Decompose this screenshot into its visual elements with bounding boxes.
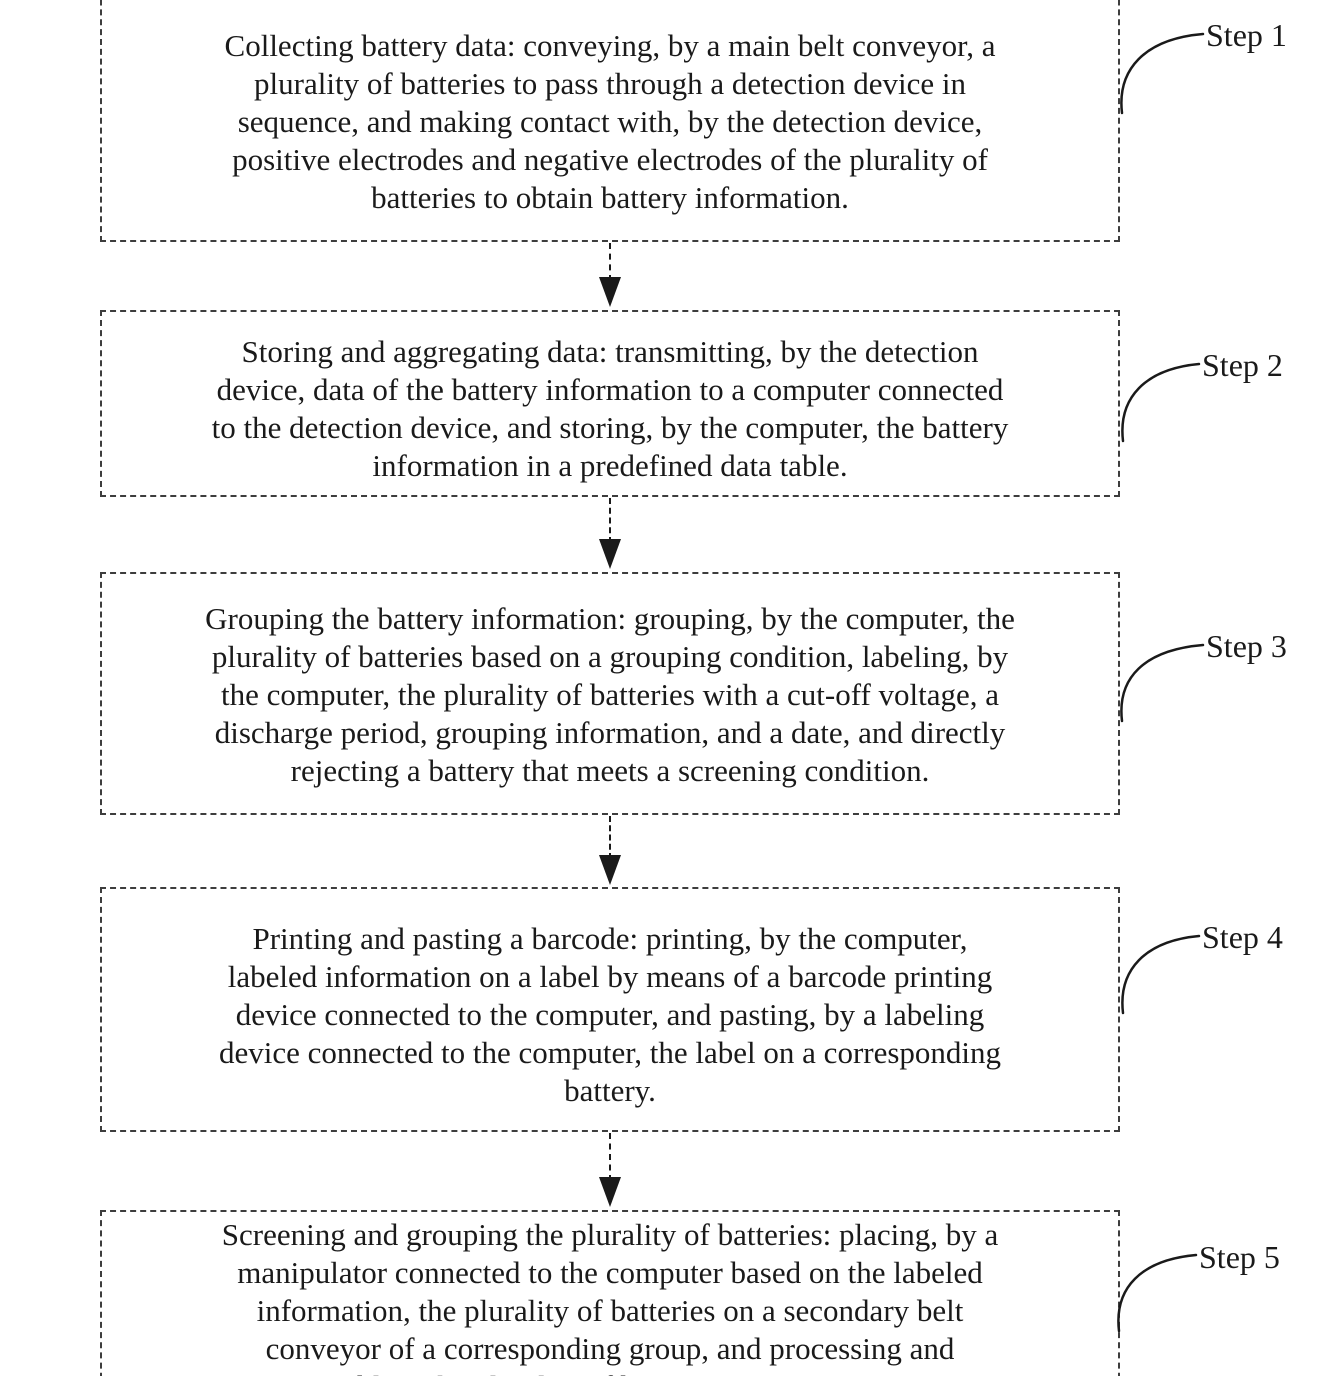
step-5-leader-line bbox=[1117, 1253, 1198, 1333]
arrow-shaft bbox=[609, 243, 611, 281]
flow-arrow-2-3 bbox=[599, 498, 621, 569]
text-line: the computer, the plurality of batteries… bbox=[220, 677, 1000, 712]
text-line: device connected to the computer, and pa… bbox=[235, 997, 985, 1032]
text-line: Printing and pasting a barcode: printing… bbox=[252, 921, 968, 956]
step-3-box: Grouping the battery information: groupi… bbox=[100, 572, 1120, 815]
text-line: discharge period, grouping information, … bbox=[214, 715, 1006, 750]
step-4-leader-line bbox=[1121, 934, 1201, 1015]
text-line: rejecting a battery that meets a screeni… bbox=[290, 753, 930, 788]
text-line: sequence, and making contact with, by th… bbox=[237, 104, 983, 139]
text-line: manipulator connected to the computer ba… bbox=[237, 1255, 983, 1290]
step-1-label: Step 1 bbox=[1206, 17, 1287, 53]
arrow-head-down-icon bbox=[599, 1177, 621, 1207]
arrow-head-down-icon bbox=[599, 277, 621, 307]
step-1-leader-line bbox=[1120, 32, 1205, 115]
text-line: information in a predefined data table. bbox=[372, 448, 848, 483]
step-4-label: Step 4 bbox=[1202, 919, 1283, 955]
text-line: conveyor of a corresponding group, and p… bbox=[265, 1331, 955, 1366]
text-line: Storing and aggregating data: transmitti… bbox=[241, 334, 979, 369]
step-5-label: Step 5 bbox=[1199, 1239, 1280, 1275]
step-2-leader-line bbox=[1121, 362, 1201, 443]
step-3-leader-line bbox=[1120, 643, 1205, 723]
text-line: device, data of the battery information … bbox=[216, 372, 1004, 407]
text-line: Grouping the battery information: groupi… bbox=[205, 601, 1015, 636]
text-line: batteries to obtain battery information. bbox=[371, 180, 849, 215]
text-line: information, the plurality of batteries … bbox=[256, 1293, 964, 1328]
step-5-box: Screening and grouping the plurality of … bbox=[100, 1210, 1120, 1376]
arrow-head-down-icon bbox=[599, 855, 621, 885]
flow-arrow-1-2 bbox=[599, 243, 621, 307]
text-line: assembling the plurality of batteries in… bbox=[128, 1368, 1092, 1376]
step-1-box: Collecting battery data: conveying, by a… bbox=[100, 0, 1120, 242]
arrow-shaft bbox=[609, 816, 611, 859]
step-2-label: Step 2 bbox=[1202, 347, 1283, 383]
step-4-box: Printing and pasting a barcode: printing… bbox=[100, 887, 1120, 1132]
arrow-shaft bbox=[609, 1133, 611, 1181]
text-line: positive electrodes and negative electro… bbox=[232, 142, 988, 177]
text-line: labeled information on a label by means … bbox=[227, 959, 993, 994]
text-line: to the detection device, and storing, by… bbox=[211, 410, 1009, 445]
text-line: plurality of batteries based on a groupi… bbox=[211, 639, 1009, 674]
step-3-label: Step 3 bbox=[1206, 628, 1287, 664]
arrow-head-down-icon bbox=[599, 539, 621, 569]
text-line: Screening and grouping the plurality of … bbox=[221, 1217, 999, 1252]
flow-arrow-3-4 bbox=[599, 816, 621, 885]
text-line: device connected to the computer, the la… bbox=[218, 1035, 1002, 1070]
text-line: battery. bbox=[564, 1073, 656, 1108]
text-line: Collecting battery data: conveying, by a… bbox=[224, 28, 996, 63]
text-line: plurality of batteries to pass through a… bbox=[254, 66, 966, 101]
step-2-box: Storing and aggregating data: transmitti… bbox=[100, 310, 1120, 497]
arrow-shaft bbox=[609, 498, 611, 543]
flow-arrow-4-5 bbox=[599, 1133, 621, 1207]
